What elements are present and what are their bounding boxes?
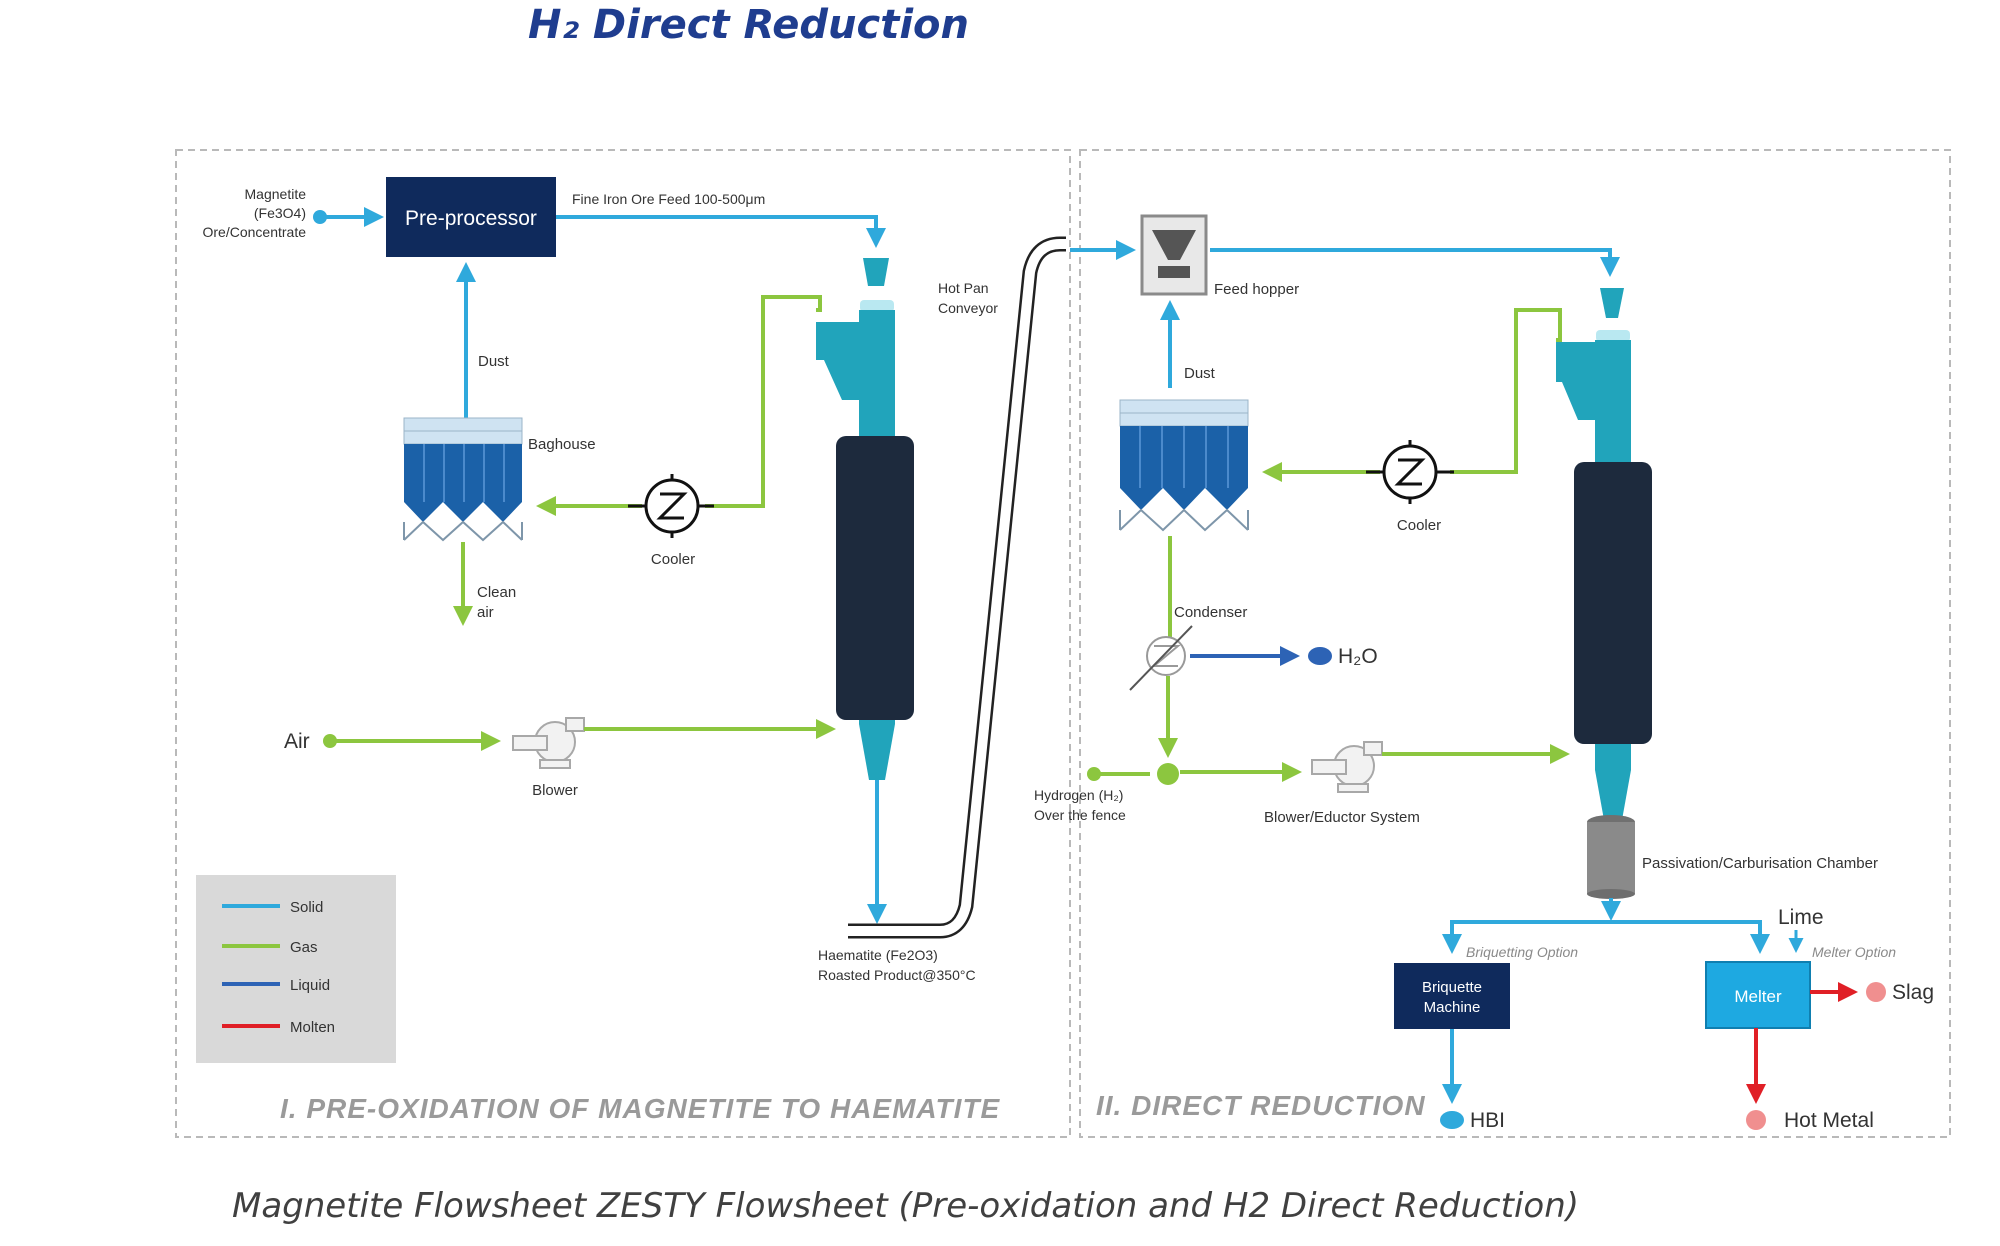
briquette-machine-box: Briquette Machine	[1394, 963, 1510, 1029]
section-title-left: I. PRE-OXIDATION OF MAGNETITE TO HAEMATI…	[280, 1093, 1001, 1124]
haematite-label-2: Roasted Product@350°C	[818, 967, 976, 983]
clean-air-label-1: Clean	[477, 584, 516, 601]
mixer-node	[1157, 763, 1179, 785]
blower-label-left: Blower	[532, 782, 578, 799]
baghouse-label-left: Baghouse	[528, 436, 596, 453]
magnetite-label: Magnetite	[245, 186, 307, 202]
feed-hopper-label: Feed hopper	[1214, 281, 1299, 298]
pre-oxidation-reactor	[816, 258, 914, 780]
legend: Solid Gas Liquid Molten	[196, 875, 396, 1063]
chamber-label: Passivation/Carburisation Chamber	[1642, 855, 1878, 872]
briquette-label-1: Briquette	[1422, 979, 1482, 996]
cooler-left-icon	[628, 474, 714, 538]
baghouse-left-icon	[403, 417, 523, 542]
hot-metal-label: Hot Metal	[1784, 1109, 1874, 1132]
melter-box: Melter	[1705, 961, 1811, 1029]
cooler-label-left: Cooler	[651, 551, 695, 568]
section-frame-left	[175, 149, 1071, 1138]
section-title-right: II. DIRECT REDUCTION	[1096, 1090, 1426, 1121]
gas-to-cooler-right	[1450, 308, 1562, 474]
haematite-label-1: Haematite (Fe2O3)	[818, 947, 938, 963]
hot-metal-node	[1746, 1110, 1766, 1130]
hbi-node	[1440, 1111, 1464, 1129]
slag-node	[1866, 982, 1886, 1002]
blower-right-icon	[1311, 741, 1383, 793]
magnetite-feed-label: Magnetite (Fe3O4) Ore/Concentrate	[203, 186, 307, 240]
blower-left-icon	[512, 717, 585, 769]
hot-pan-label-2: Conveyor	[938, 300, 998, 316]
direct-reduction-reactor	[1556, 288, 1652, 820]
passivation-chamber	[1587, 815, 1635, 899]
feed-hopper-icon	[1140, 214, 1208, 296]
cooler-right-icon	[1366, 440, 1454, 504]
hydrogen-label-1: Hydrogen (H₂)	[1034, 787, 1123, 803]
condenser-icon	[1129, 625, 1193, 691]
hydrogen-label-2: Over the fence	[1034, 807, 1126, 823]
h2o-node	[1308, 647, 1332, 665]
air-label: Air	[284, 730, 310, 753]
melter-option-label: Melter Option	[1812, 944, 1896, 960]
hot-pan-conveyor-inner	[848, 239, 1066, 936]
gas-to-cooler-left	[705, 295, 822, 508]
dust-label-left: Dust	[478, 353, 510, 370]
hot-pan-label-1: Hot Pan	[938, 280, 989, 296]
legend-molten-label: Molten	[290, 1019, 335, 1036]
hopper-to-reactor-line	[1210, 248, 1620, 277]
hbi-label: HBI	[1470, 1109, 1505, 1132]
fine-feed-label: Fine Iron Ore Feed 100-500μm	[572, 191, 765, 207]
preprocessor-box: Pre-processor	[386, 177, 556, 257]
section-frame-right	[1079, 149, 1951, 1138]
blower-label-right: Blower/Eductor System	[1264, 809, 1420, 826]
ore-concentrate-label: Ore/Concentrate	[203, 224, 307, 240]
legend-gas-label: Gas	[290, 939, 318, 956]
cooler-label-right: Cooler	[1397, 517, 1441, 534]
legend-liquid-label: Liquid	[290, 977, 330, 994]
dust-label-right: Dust	[1184, 365, 1216, 382]
melter-label: Melter	[1734, 987, 1782, 1006]
lime-label: Lime	[1778, 906, 1824, 929]
fe3o4-label: (Fe3O4)	[254, 205, 306, 221]
h2o-label: H₂O	[1338, 645, 1378, 668]
split-to-melter-line	[1611, 920, 1770, 954]
briquetting-option-label: Briquetting Option	[1466, 944, 1578, 960]
condenser-label: Condenser	[1174, 604, 1247, 621]
clean-air-label-2: air	[477, 604, 494, 621]
preprocessor-label: Pre-processor	[405, 207, 537, 230]
briquette-label-2: Machine	[1424, 999, 1481, 1016]
split-to-briquette-line	[1442, 920, 1611, 954]
baghouse-right-icon	[1119, 399, 1249, 532]
legend-solid-label: Solid	[290, 899, 323, 916]
slag-label: Slag	[1892, 981, 1934, 1004]
figure-caption: Magnetite Flowsheet ZESTY Flowsheet (Pre…	[232, 1186, 1580, 1226]
fine-feed-line	[556, 215, 886, 248]
page-title: H₂ Direct Reduction	[528, 2, 969, 48]
